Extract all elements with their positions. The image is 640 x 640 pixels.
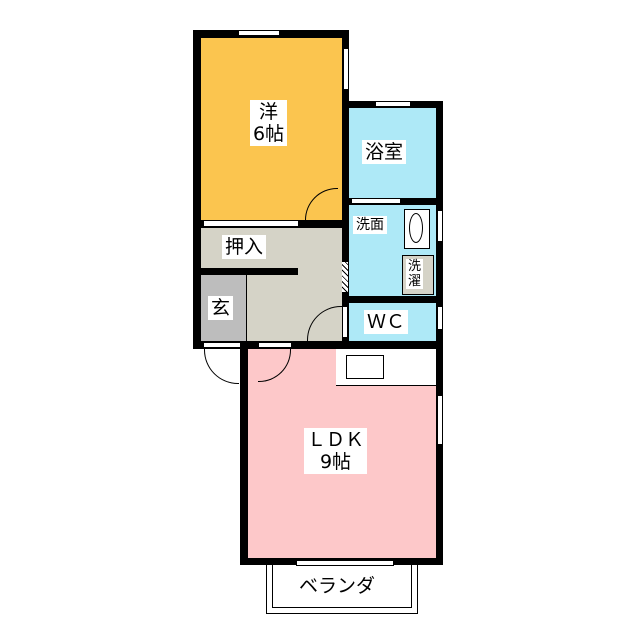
washroom-label: 洗面	[353, 216, 387, 234]
ldk-name: ＬＤＫ	[307, 429, 365, 451]
washbasin-bowl-icon	[409, 213, 423, 243]
window[interactable]	[437, 210, 443, 242]
ldk-size: 9帖	[319, 451, 352, 473]
window[interactable]	[437, 306, 443, 330]
wc-door[interactable]	[342, 306, 348, 338]
entrance-label: 玄	[208, 296, 234, 320]
entrance-step	[203, 342, 241, 348]
balcony-inner	[272, 565, 412, 608]
balcony-label: ベランダ	[296, 574, 379, 598]
closet-door[interactable]	[203, 220, 299, 227]
window[interactable]	[343, 48, 349, 90]
window[interactable]	[238, 30, 280, 36]
entrance-door-swing[interactable]	[204, 349, 239, 384]
wc-label: ＷＣ	[364, 310, 409, 334]
laundry-label: 洗 濯	[406, 259, 424, 289]
western-room-name: 洋	[259, 101, 279, 123]
window[interactable]	[375, 101, 411, 107]
closet-label: 押入	[222, 235, 267, 259]
western-room-size: 6帖	[253, 123, 285, 145]
window[interactable]	[296, 560, 394, 566]
ldk-door[interactable]	[258, 342, 292, 348]
sliding-door[interactable]	[351, 198, 401, 204]
folding-door[interactable]	[342, 262, 348, 292]
sink-icon	[346, 355, 384, 379]
bath-label: 浴室	[362, 140, 407, 164]
balcony	[266, 565, 418, 614]
window[interactable]	[437, 395, 443, 445]
